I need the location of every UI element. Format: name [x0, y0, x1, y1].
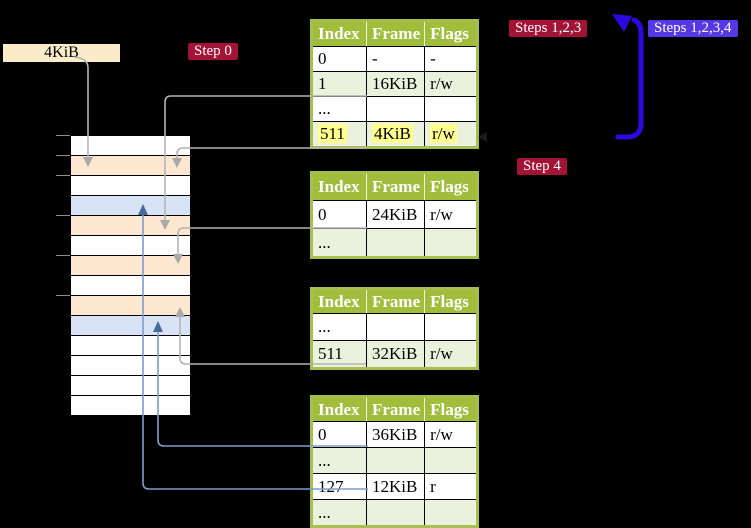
steps-1234-badge: Steps 1,2,3,4: [648, 20, 738, 37]
page-table-2: Index Frame Flags 0 24KiB r/w ...: [310, 171, 480, 259]
step-4-badge: Step 4: [517, 158, 567, 175]
highlight: 511: [318, 124, 347, 143]
memory-frame-row: [71, 236, 190, 256]
memory-frame-row: [71, 316, 190, 336]
memory-frame-row: [71, 176, 190, 196]
cell-flags: r/w: [424, 121, 479, 148]
cell-frame: 4KiB: [365, 121, 426, 148]
cell-frame: [365, 447, 426, 474]
cell-flags: r/w: [424, 421, 479, 448]
column-header-index: Index: [311, 172, 367, 201]
cell-flags: [424, 499, 479, 527]
cell-flags: [424, 96, 479, 122]
column-header-frame: Frame: [365, 172, 425, 201]
column-header-index: Index: [311, 20, 367, 47]
cell-flags: [424, 228, 479, 258]
cell-index: 511: [311, 121, 367, 148]
cell-frame: 32KiB: [365, 340, 426, 369]
table-header-row: Index Frame Flags: [311, 172, 478, 201]
steps-123-badge: Steps 1,2,3: [509, 20, 588, 37]
step-0-badge: Step 0: [188, 43, 238, 60]
column-header-flags: Flags: [424, 396, 478, 422]
table-row: ...: [311, 313, 479, 341]
cell-index: ...: [311, 499, 367, 527]
cell-index: 0: [311, 46, 367, 72]
column-header-index: Index: [311, 288, 367, 314]
page-table-4: Index Frame Flags 0 36KiB r/w ... 127 12…: [310, 395, 480, 528]
column-header-frame: Frame: [365, 288, 425, 314]
table-row: 0 24KiB r/w: [311, 200, 479, 229]
column-header-flags: Flags: [424, 20, 478, 47]
cell-frame: [365, 228, 426, 258]
column-header-flags: Flags: [424, 172, 478, 201]
cell-index: ...: [311, 228, 367, 258]
column-header-frame: Frame: [365, 396, 425, 422]
highlight: r/w: [430, 124, 457, 143]
cell-flags: r/w: [424, 200, 479, 229]
cell-index: 127: [311, 473, 367, 500]
cell-flags: r/w: [424, 340, 479, 369]
cell-frame: -: [365, 46, 426, 72]
cell-flags: [424, 313, 479, 341]
cell-index: 0: [311, 421, 367, 448]
highlight: 4KiB: [372, 124, 413, 143]
memory-frame-row: [71, 296, 190, 316]
cell-frame: [365, 499, 426, 527]
cell-flags: -: [424, 46, 479, 72]
memory-frame-row: [71, 396, 190, 415]
memory-frame-row: [71, 156, 190, 176]
cell-frame: 24KiB: [365, 200, 426, 229]
table-row: 0 - -: [311, 46, 479, 72]
memory-frame-row: [71, 136, 190, 156]
arrow-t1r511-to-frame2: [176, 147, 366, 159]
table-header-row: Index Frame Flags: [311, 288, 478, 314]
column-header-frame: Frame: [365, 20, 425, 47]
table-row-highlighted: 511 4KiB r/w: [311, 121, 479, 148]
cell-index: ...: [311, 96, 367, 122]
table-row: 127 12KiB r: [311, 473, 479, 500]
cell-frame: 36KiB: [365, 421, 426, 448]
cell-index: 0: [311, 200, 367, 229]
memory-frame-row: [71, 276, 190, 296]
table-row: 0 36KiB r/w: [311, 421, 479, 448]
cell-frame: [365, 313, 426, 341]
table-row: 511 32KiB r/w: [311, 340, 479, 369]
memory-tick-marks: [56, 135, 70, 296]
cell-flags: r: [424, 473, 479, 500]
cell-frame: [365, 96, 426, 122]
table-row: ...: [311, 228, 479, 258]
cell-frame: 12KiB: [365, 473, 426, 500]
table-row: ...: [311, 499, 479, 527]
page-table-1: Index Frame Flags 0 - - 1 16KiB r/w ... …: [310, 19, 480, 149]
memory-frame-row: [71, 196, 190, 216]
cell-flags: [424, 447, 479, 474]
page-table-3: Index Frame Flags ... 511 32KiB r/w: [310, 287, 480, 370]
cell-index: 511: [311, 340, 367, 369]
loop-arrowhead-top: [612, 14, 632, 32]
memory-frame-row: [71, 216, 190, 236]
table-row: ...: [311, 96, 479, 122]
cell-index: ...: [311, 447, 367, 474]
loop-arrowhead-left: [478, 132, 487, 142]
table-row: 1 16KiB r/w: [311, 71, 479, 97]
memory-frame-row: [71, 356, 190, 376]
frame-size-label: 4KiB: [2, 43, 121, 63]
column-header-flags: Flags: [424, 288, 478, 314]
cell-index: ...: [311, 313, 367, 341]
table-row: ...: [311, 447, 479, 474]
memory-frame-row: [71, 256, 190, 276]
cell-index: 1: [311, 71, 367, 97]
cell-frame: 16KiB: [365, 71, 426, 97]
physical-memory-column: [70, 135, 191, 416]
memory-frame-row: [71, 376, 190, 396]
column-header-index: Index: [311, 396, 367, 422]
memory-frame-row: [71, 336, 190, 356]
table-header-row: Index Frame Flags: [311, 20, 478, 47]
table-header-row: Index Frame Flags: [311, 396, 478, 422]
cell-flags: r/w: [424, 71, 479, 97]
